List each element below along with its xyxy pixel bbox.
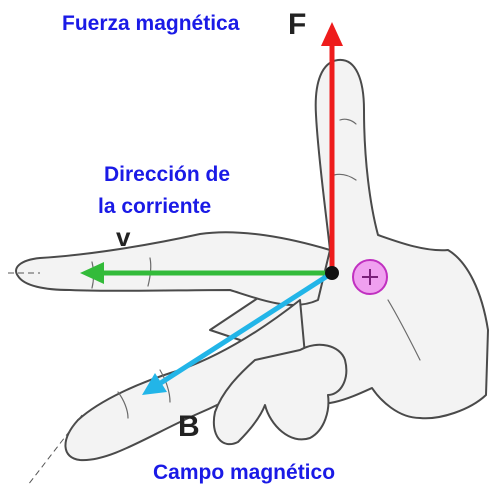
current-label-line1: Dirección de: [104, 163, 230, 187]
velocity-symbol: v: [116, 222, 130, 253]
field-title: Campo magnético: [153, 461, 335, 485]
force-title: Fuerza magnética: [62, 12, 239, 36]
field-symbol: B: [178, 410, 200, 444]
current-label-line2: la corriente: [98, 195, 211, 219]
origin-point: [325, 266, 339, 280]
index-finger: [16, 232, 330, 305]
positive-charge-icon: [353, 260, 387, 294]
hand: [16, 60, 488, 460]
force-symbol: F: [288, 8, 306, 42]
